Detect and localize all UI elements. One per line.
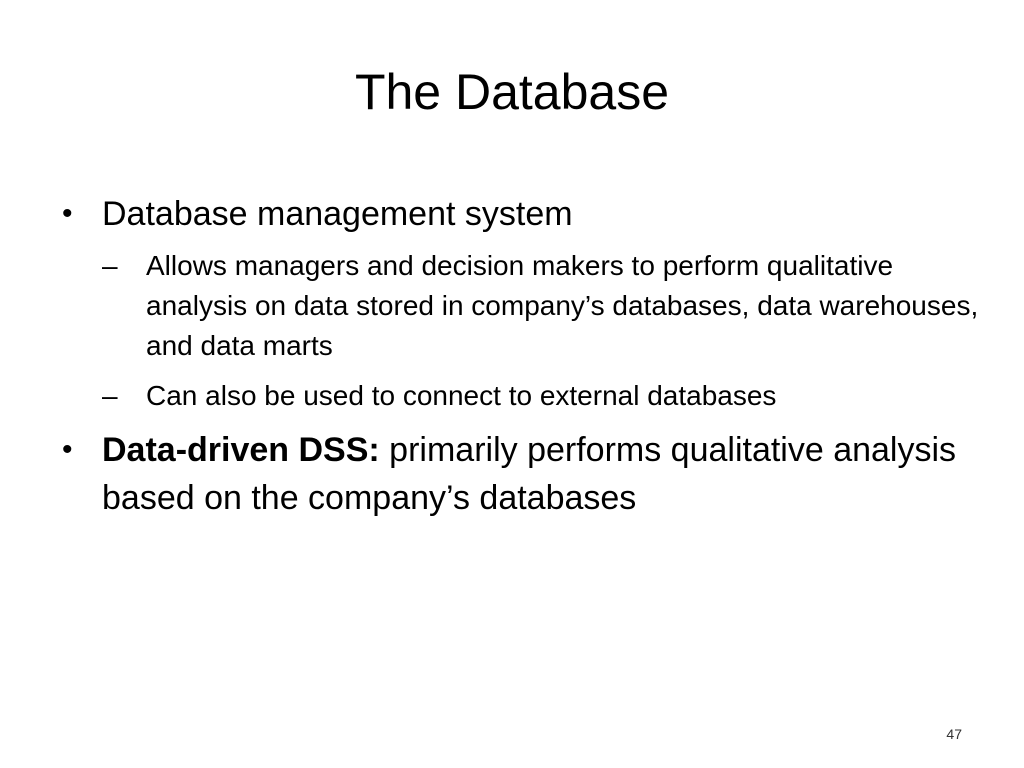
sub-bullet-item: – Allows managers and decision makers to…: [102, 246, 990, 366]
slide-body: • Database management system – Allows ma…: [60, 190, 990, 530]
slide-title: The Database: [354, 64, 670, 120]
sub-bullet-text: Allows managers and decision makers to p…: [146, 250, 979, 361]
bullet-icon: •: [62, 433, 73, 466]
sub-bullet-item: – Can also be used to connect to externa…: [102, 376, 990, 416]
bullet-text: primarily performs qualitative analysis …: [102, 431, 957, 517]
bullet-icon: •: [62, 197, 73, 230]
dash-icon: –: [102, 380, 118, 411]
bullet-text: Database management system: [102, 195, 573, 233]
bullet-item: • Database management system: [60, 190, 990, 238]
slide-number: 47: [946, 726, 962, 742]
dash-icon: –: [102, 250, 118, 281]
bullet-item: • Data-driven DSS: primarily performs qu…: [60, 426, 990, 522]
bullet-bold-lead: Data-driven DSS:: [102, 431, 380, 469]
sub-bullet-text: Can also be used to connect to external …: [146, 380, 777, 411]
